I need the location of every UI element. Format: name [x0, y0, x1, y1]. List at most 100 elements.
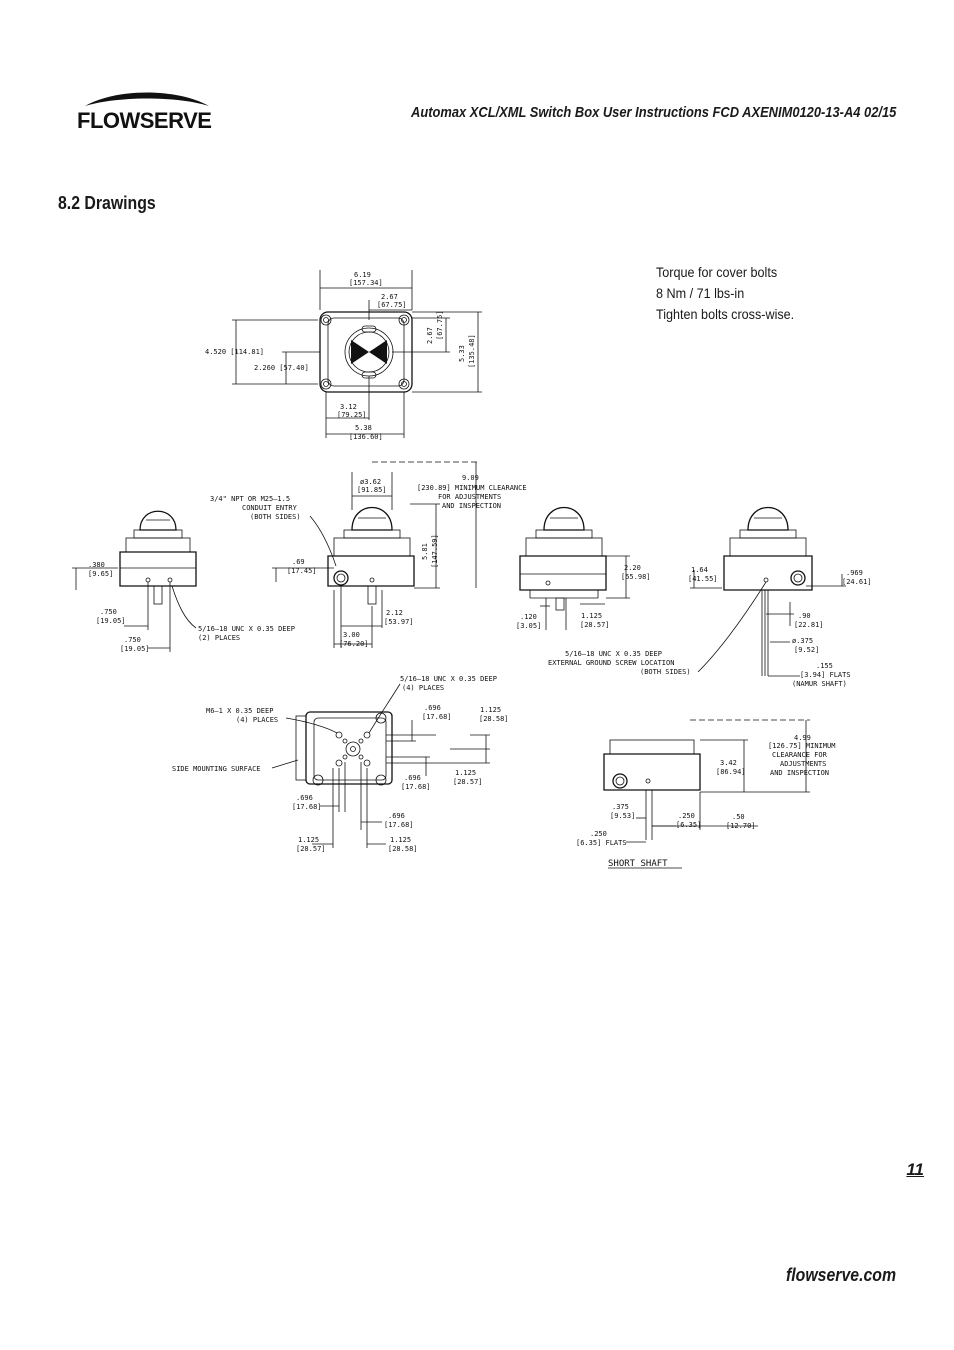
dimension-label: 1.125	[480, 706, 501, 714]
dimension-label: [147.59]	[431, 534, 439, 568]
dimension-label: .750	[124, 636, 141, 644]
dimension-label: 2.67	[381, 293, 398, 301]
dimension-label: 1.125	[455, 769, 476, 777]
dimension-label: 3/4" NPT OR M25–1.5	[210, 495, 290, 503]
dimension-label: [28.57]	[580, 621, 610, 629]
dimension-label: [9.65]	[88, 570, 113, 578]
dimension-label: FOR ADJUSTMENTS	[438, 493, 501, 501]
dimension-label: 1.125	[581, 612, 602, 620]
dimension-label: [9.53]	[610, 812, 635, 820]
dimension-label: [22.81]	[794, 621, 824, 629]
dimension-label: 5/16–18 UNC X 0.35 DEEP	[565, 650, 662, 658]
dimension-label: [17.68]	[292, 803, 322, 811]
dimension-label: AND INSPECTION	[770, 769, 829, 777]
dimension-label: 5/16–18 UNC X 0.35 DEEP	[400, 675, 497, 683]
dimension-label: [41.55]	[688, 575, 718, 583]
dimension-label: .696	[296, 794, 313, 802]
dimension-label: CONDUIT ENTRY	[242, 504, 298, 512]
dimension-label: 1.64	[691, 566, 708, 574]
dimension-label: [19.05]	[96, 617, 126, 625]
dimension-label: ø.375	[792, 637, 813, 645]
dimension-label: 3.12	[340, 403, 357, 411]
dimension-label: [28.58]	[388, 845, 418, 853]
dimension-label: [135.48]	[468, 334, 476, 368]
dimension-label: AND INSPECTION	[442, 502, 501, 510]
short-shaft-title: SHORT SHAFT	[608, 859, 668, 869]
flowserve-logo: FLOWSERVE	[77, 92, 217, 136]
dimension-label: [76.20]	[339, 640, 369, 648]
dimension-label: 3.00	[343, 631, 360, 639]
dimension-label: 2.67	[426, 327, 434, 344]
dimension-label: [230.89] MINIMUM CLEARANCE	[417, 484, 527, 492]
dimension-label: 6.19	[354, 271, 371, 279]
front-view-3: 2.20 [55.98] .120 [3.05] 1.125 [28.57] 5…	[516, 506, 691, 676]
dimension-label: [53.97]	[384, 618, 414, 626]
dimension-label: 3.42	[720, 759, 737, 767]
document-header-title: Automax XCL/XML Switch Box User Instruct…	[410, 104, 896, 121]
torque-note-line-3: Tighten bolts cross-wise.	[656, 306, 795, 322]
dimension-label: [24.61]	[842, 578, 872, 586]
top-view: 6.19 [157.34] 2.67 [67.75] 4.520 [114.81…	[205, 270, 482, 441]
dimension-label: 1.125	[298, 836, 319, 844]
front-view-1: .380 [9.65] .750 [19.05] .750 [19.05] 5/…	[72, 510, 295, 653]
dimension-label: [86.94]	[716, 768, 746, 776]
dimension-label: 4.520 [114.81]	[205, 348, 264, 356]
dimension-label: [136.60]	[349, 433, 383, 441]
dimension-label: .50	[732, 813, 745, 821]
dimension-label: [3.94] FLATS	[800, 671, 851, 679]
dimension-label: [9.52]	[794, 646, 819, 654]
dimension-label: 2.260 [57.40]	[254, 364, 309, 372]
dimension-label: .750	[100, 608, 117, 616]
footer-url-link[interactable]: flowserve.com	[785, 1265, 896, 1285]
dimension-label: [91.85]	[357, 486, 387, 494]
dimension-label: [157.34]	[349, 279, 383, 287]
dimension-label: 9.09	[462, 474, 479, 482]
dimension-label: [17.68]	[384, 821, 414, 829]
dimension-label: (4) PLACES	[236, 716, 278, 724]
dimension-label: EXTERNAL GROUND SCREW LOCATION	[548, 659, 674, 667]
dimension-label: 5.81	[421, 543, 429, 560]
logo-swoosh-icon: FLOWSERVE	[77, 92, 212, 133]
dimension-label: .69	[292, 558, 305, 566]
dimension-label: [126.75] MINIMUM	[768, 742, 835, 750]
dimension-label: .375	[612, 803, 629, 811]
dimension-label: (BOTH SIDES)	[640, 668, 691, 676]
dimension-label: 1.125	[390, 836, 411, 844]
dimension-label: M6–1 X 0.35 DEEP	[206, 707, 273, 715]
torque-note: Torque for cover bolts 8 Nm / 71 lbs-in …	[656, 262, 794, 325]
dimension-label: 5/16–18 UNC X 0.35 DEEP	[198, 625, 295, 633]
dimension-label: [19.05]	[120, 645, 150, 653]
dimension-label: (BOTH SIDES)	[250, 513, 301, 521]
dimension-label: [17.68]	[422, 713, 452, 721]
dimension-label: [6.35] FLATS	[576, 839, 627, 847]
dimension-label: 5.38	[355, 424, 372, 432]
dimension-label: [67.75]	[436, 310, 444, 340]
short-shaft-view: 4.99 [126.75] MINIMUM CLEARANCE FOR ADJU…	[576, 719, 835, 869]
dimension-label: [67.75]	[377, 301, 407, 309]
dimension-label: 5.33	[458, 345, 466, 362]
section-title: 8.2 Drawings	[58, 193, 156, 213]
bottom-view: 5/16–18 UNC X 0.35 DEEP (4) PLACES M6–1 …	[172, 675, 509, 853]
dimension-label: [12.70]	[726, 822, 756, 830]
dimension-label: 2.20	[624, 564, 641, 572]
dimension-label: (4) PLACES	[402, 684, 444, 692]
dimension-label: .696	[404, 774, 421, 782]
dimension-label: [3.05]	[516, 622, 541, 630]
dimension-label: .696	[388, 812, 405, 820]
dimension-label: .155	[816, 662, 833, 670]
dimension-label: [17.68]	[401, 783, 431, 791]
logo-wordmark: FLOWSERVE	[77, 108, 211, 133]
dimension-label: [28.58]	[479, 715, 509, 723]
dimension-label: (NAMUR SHAFT)	[792, 680, 847, 688]
dimension-label: 2.12	[386, 609, 403, 617]
dimension-label: .380	[88, 561, 105, 569]
torque-note-line-2: 8 Nm / 71 lbs-in	[656, 285, 745, 301]
dimension-label: (2) PLACES	[198, 634, 240, 642]
dimension-label: [6.35]	[676, 821, 701, 829]
torque-note-line-1: Torque for cover bolts	[656, 264, 778, 280]
page-number: 11	[906, 1160, 924, 1179]
dimension-label: .250	[590, 830, 607, 838]
dimension-label: [17.45]	[287, 567, 317, 575]
dimension-label: SIDE MOUNTING SURFACE	[172, 765, 261, 773]
